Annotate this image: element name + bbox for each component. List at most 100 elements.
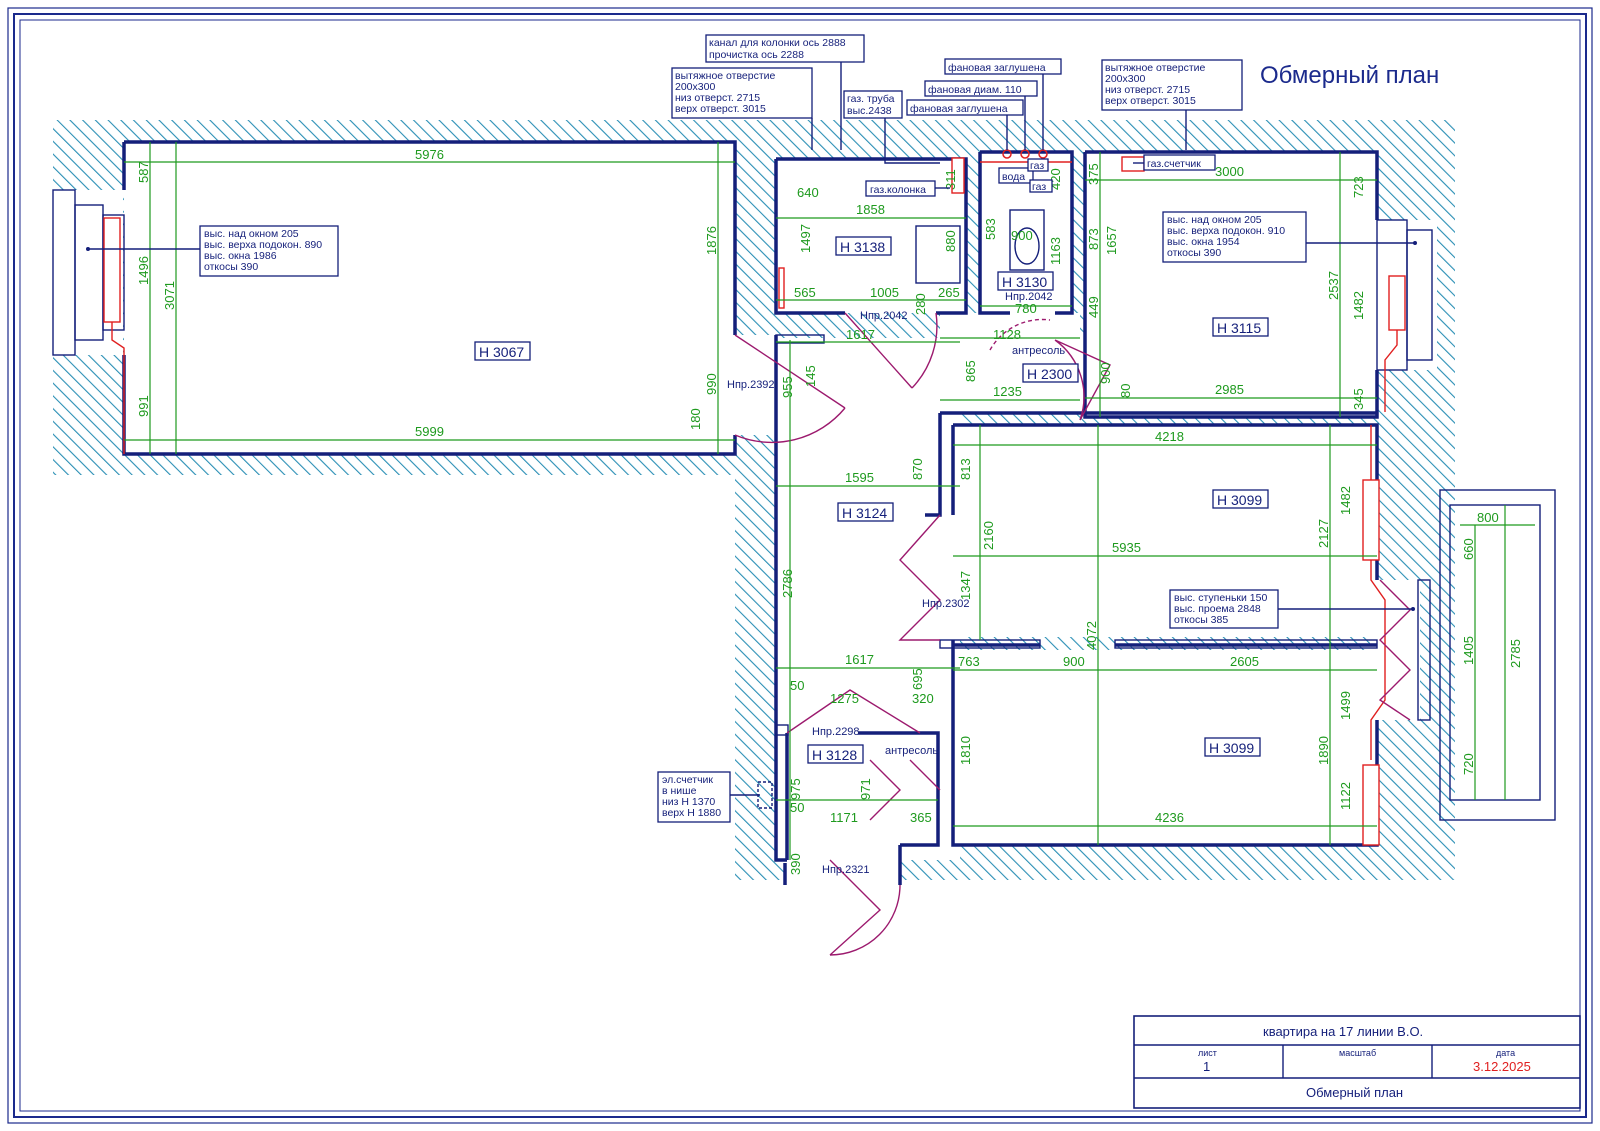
dim-label: 320: [912, 691, 934, 706]
dim-label: 1890: [1316, 736, 1331, 765]
date-label: дата: [1496, 1048, 1515, 1058]
meter-note-line: верх Н 1880: [662, 807, 721, 819]
window-note-line: выс. окна 1954: [1167, 236, 1240, 248]
exhaust-note-line: низ отверст. 2715: [675, 92, 760, 104]
mezzanine-label: антресоль: [1012, 345, 1065, 357]
drawing-name: Обмерный план: [1306, 1085, 1403, 1100]
dim-label: 2127: [1316, 519, 1331, 548]
dim-label: 971: [858, 778, 873, 800]
dim-label: 345: [1351, 388, 1366, 410]
dim-label: 955: [780, 376, 795, 398]
dim-label: 180: [688, 408, 703, 430]
dim-label: 990: [704, 373, 719, 395]
window-note-line: выс. окна 1986: [204, 250, 277, 262]
room-label-2300: Н 2300: [1027, 366, 1072, 382]
project-name: квартира на 17 линии В.О.: [1263, 1024, 1423, 1039]
meter-note-line: в нише: [662, 785, 697, 797]
door-label: Нпр.2042: [860, 310, 908, 322]
dim-label: 50: [790, 678, 804, 693]
dim-label: 2160: [981, 521, 996, 550]
dim-label: 865: [963, 360, 978, 382]
dim-label: 1499: [1338, 691, 1353, 720]
dim-label: 763: [958, 654, 980, 669]
water-label: вода: [1002, 171, 1025, 183]
doors: [734, 312, 1411, 956]
dim-label: 723: [1351, 176, 1366, 198]
gas-pipe-height-label: выс.2438: [847, 105, 892, 117]
exhaust-note-line: верх отверст. 3015: [675, 103, 766, 115]
dim-label: 449: [1086, 296, 1101, 318]
dim-label: 1405: [1461, 636, 1476, 665]
window-note-line: откосы 390: [204, 261, 258, 273]
dim-label: 1005: [870, 285, 899, 300]
dim-label: 800: [1477, 510, 1499, 525]
date-value: 3.12.2025: [1473, 1059, 1531, 1074]
dim-label: 1595: [845, 470, 874, 485]
dim-label: 975: [788, 778, 803, 800]
dim-label: 991: [136, 395, 151, 417]
heating: [103, 156, 1406, 846]
dim-label: 1482: [1338, 486, 1353, 515]
dim-label: 1810: [958, 736, 973, 765]
dim-label: 1876: [704, 226, 719, 255]
room-label-3099: Н 3099: [1217, 492, 1262, 508]
balcony-note-line: выс. проема 2848: [1174, 603, 1261, 615]
dim-label: 2785: [1508, 639, 1523, 668]
dim-label: 5976: [415, 147, 444, 162]
walls: [53, 120, 1555, 885]
dim-label: 2786: [780, 569, 795, 598]
window-note-line: выс. верха подокон. 910: [1167, 225, 1285, 237]
channel-note-line: прочистка ось 2288: [709, 49, 804, 61]
gas-label: газ: [1032, 181, 1046, 193]
toilet-icon: [1009, 209, 1045, 271]
drawing-title: Обмерный план: [1260, 62, 1439, 89]
room-label-3099-lower: Н 3099: [1209, 740, 1254, 756]
dim-label: 1496: [136, 256, 151, 285]
dim-label: 365: [910, 810, 932, 825]
dim-label: 5999: [415, 424, 444, 439]
dim-label: 565: [794, 285, 816, 300]
dim-label: 1235: [993, 384, 1022, 399]
dim-label: 280: [913, 293, 928, 315]
inner-frame: [13, 13, 1587, 1118]
dim-label: 583: [983, 218, 998, 240]
door-label: Нпр.2302: [922, 598, 970, 610]
exhaust-note-line: вытяжное отверстие: [1105, 62, 1206, 74]
window-note-line: выс. верха подокон. 890: [204, 239, 322, 251]
dim-label: 900: [1063, 654, 1085, 669]
window-note-line: выс. над окном 205: [1167, 214, 1262, 226]
dim-label: 1617: [845, 652, 874, 667]
utility-callouts: вода газ газ газ.колонка газ.счетчик фан…: [843, 58, 1216, 197]
dim-label: 265: [938, 285, 960, 300]
room-label-3115: Н 3115: [1217, 320, 1261, 336]
window-note-line: откосы 390: [1167, 247, 1221, 259]
meter-note-line: низ Н 1370: [662, 796, 715, 808]
dim-label: 375: [1086, 163, 1101, 185]
room-label-3128: Н 3128: [812, 747, 857, 763]
dim-label: 780: [1015, 301, 1037, 316]
dim-label: 900: [1098, 362, 1113, 384]
dim-label: 1497: [798, 224, 813, 253]
dim-label: 660: [1461, 538, 1476, 560]
exhaust-note-line: вытяжное отверстие: [675, 70, 776, 82]
dim-label: 1657: [1104, 226, 1119, 255]
note-boxes: канал для колонки ось 2888 прочистка ось…: [86, 34, 1417, 823]
dim-label: 390: [788, 853, 803, 875]
dim-label: 1347: [958, 571, 973, 600]
room-labels: Н 3067 Н 3138 Н 3130 Н 2300 Н 3115 Н 312…: [474, 236, 1269, 764]
dim-label: 3000: [1215, 164, 1244, 179]
dim-label: 2537: [1326, 271, 1341, 300]
dim-label: 873: [1086, 228, 1101, 250]
dim-label: 870: [910, 458, 925, 480]
kitchen-sink-icon: [915, 225, 961, 284]
exhaust-note-line: верх отверст. 3015: [1105, 95, 1196, 107]
dim-label: 1858: [856, 202, 885, 217]
dim-label: 880: [943, 230, 958, 252]
dim-label: 1128: [993, 327, 1021, 342]
windows: [52, 189, 1433, 371]
gas-pipe-label: газ. труба: [847, 93, 895, 105]
dim-label: 311: [943, 169, 958, 190]
dim-label: 640: [797, 185, 819, 200]
balcony-note-line: выс. ступеньки 150: [1174, 592, 1267, 604]
